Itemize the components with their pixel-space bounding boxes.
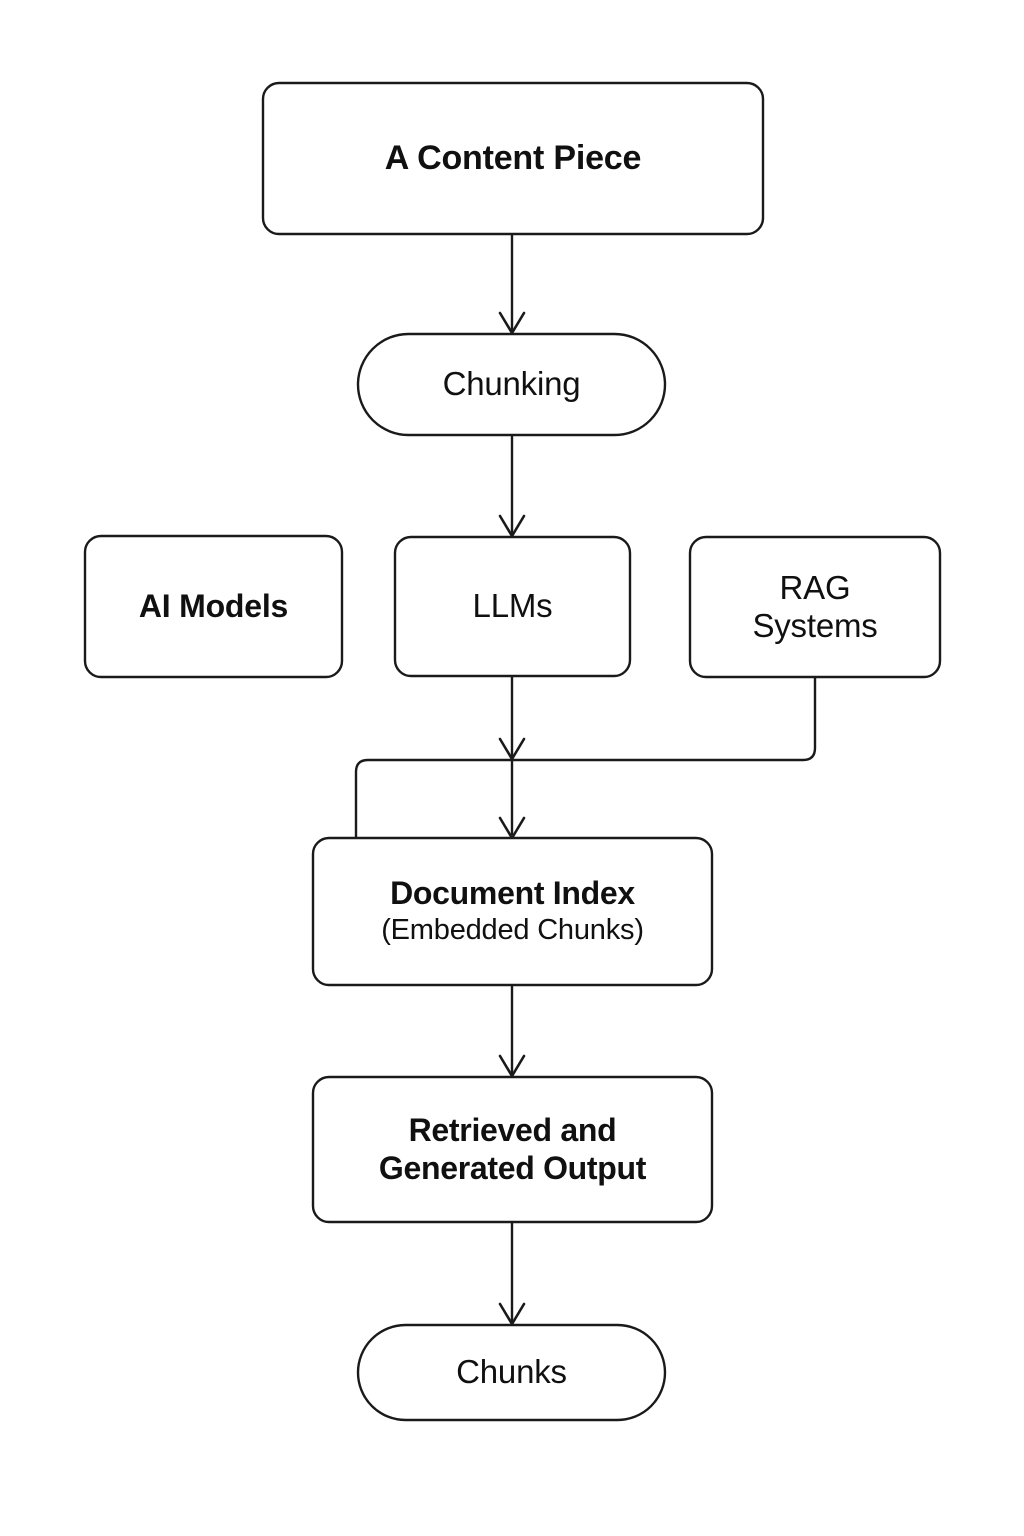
node-rag-systems-label: RAG Systems [690,537,940,677]
node-content-piece-shape[interactable] [261,81,765,236]
node-chunks-shape[interactable] [356,1323,667,1422]
node-retrieved-output-shape[interactable] [311,1075,714,1224]
node-chunking-label: Chunking [442,365,581,403]
node-document-index-shape[interactable] [311,836,714,987]
node-rag-systems-label-line1: RAG [779,568,851,606]
node-content-piece-label: A Content Piece [384,138,642,177]
node-ai-models-label: AI Models [138,587,289,624]
node-retrieved-output-label-line2: Generated Output [378,1149,647,1186]
node-document-index-title: Document Index [390,875,635,912]
node-chunking-shape[interactable] [356,332,667,437]
node-ai-models-shape[interactable] [83,534,344,679]
node-rag-systems-shape[interactable] [688,535,942,679]
node-llms-shape[interactable] [393,535,632,678]
node-retrieved-output-label: Retrieved and Generated Output [313,1077,712,1222]
node-retrieved-output-label-line1: Retrieved and [408,1112,617,1149]
node-document-index-label: Document Index (Embedded Chunks) [313,838,712,985]
node-document-index-sublabel: (Embedded Chunks) [381,914,644,947]
node-rag-systems-label-line2: Systems [752,607,878,644]
edge-rag-systems-to-document-index [354,677,817,838]
node-llms-label: LLMs [472,587,553,625]
node-chunks-label: Chunks [456,1353,567,1391]
